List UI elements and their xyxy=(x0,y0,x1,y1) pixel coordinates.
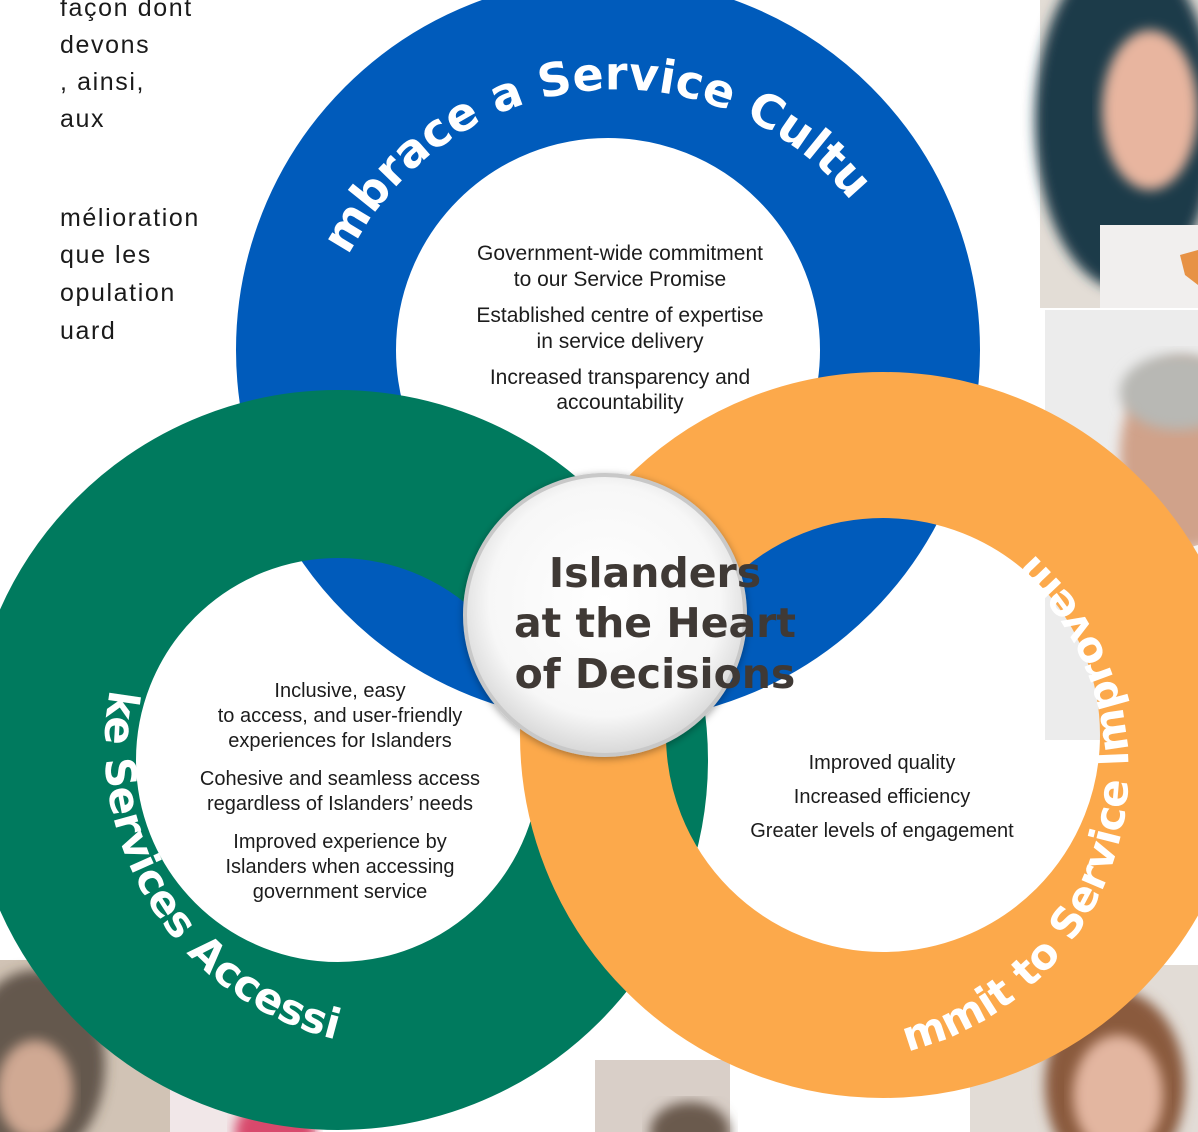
center-circle xyxy=(463,473,747,757)
service-culture-item-text: Established centre of expertise xyxy=(476,304,763,327)
french-text-line: opulation xyxy=(60,279,176,307)
french-text-line: aux xyxy=(60,105,106,133)
service-improvement-item-text: Improved quality xyxy=(809,752,956,774)
french-text-line: uard xyxy=(60,317,117,345)
service-culture-item-text: in service delivery xyxy=(537,330,704,353)
service-improvement-items: Improved quality Increased efficiency Gr… xyxy=(750,752,1014,842)
person-bottom-center-photo xyxy=(595,1060,730,1132)
accessible-services-item-text: Islanders when accessing xyxy=(225,856,454,878)
woman-dark-hair-photo xyxy=(1035,0,1198,308)
accessible-services-item-text: experiences for Islanders xyxy=(228,730,451,752)
french-text-line: devons xyxy=(60,31,151,59)
service-culture-items: Government-wide commitment to our Servic… xyxy=(476,242,763,414)
accessible-services-item-text: government service xyxy=(253,881,428,903)
accessible-services-item-text: regardless of Islanders’ needs xyxy=(207,793,473,815)
accessible-services-items: Inclusive, easy to access, and user-frie… xyxy=(200,680,480,903)
french-text-line: mélioration xyxy=(60,204,200,232)
accessible-services-item-text: Inclusive, easy xyxy=(274,680,405,702)
service-improvement-item-text: Greater levels of engagement xyxy=(750,820,1014,842)
accessible-services-item-text: Cohesive and seamless access xyxy=(200,768,480,790)
service-culture-item-text: Government-wide commitment xyxy=(477,242,763,265)
service-culture-item-text: to our Service Promise xyxy=(514,268,726,291)
service-culture-item-text: accountability xyxy=(556,391,684,414)
accessible-services-item-text: to access, and user-friendly xyxy=(218,705,463,727)
french-text-line: que les xyxy=(60,241,152,269)
service-culture-item-text: Increased transparency and xyxy=(490,366,750,389)
service-improvement-item-text: Increased efficiency xyxy=(794,786,970,808)
center-title-line: at the Heart xyxy=(514,599,796,647)
center-title-line: Islanders xyxy=(549,549,761,597)
french-text-line: façon dont xyxy=(60,0,193,22)
center-title: Islanders at the Heart of Decisions xyxy=(514,549,796,698)
accessible-services-item-text: Improved experience by xyxy=(233,831,446,853)
center-title-line: of Decisions xyxy=(515,650,796,698)
french-text-line: , ainsi, xyxy=(60,68,146,96)
